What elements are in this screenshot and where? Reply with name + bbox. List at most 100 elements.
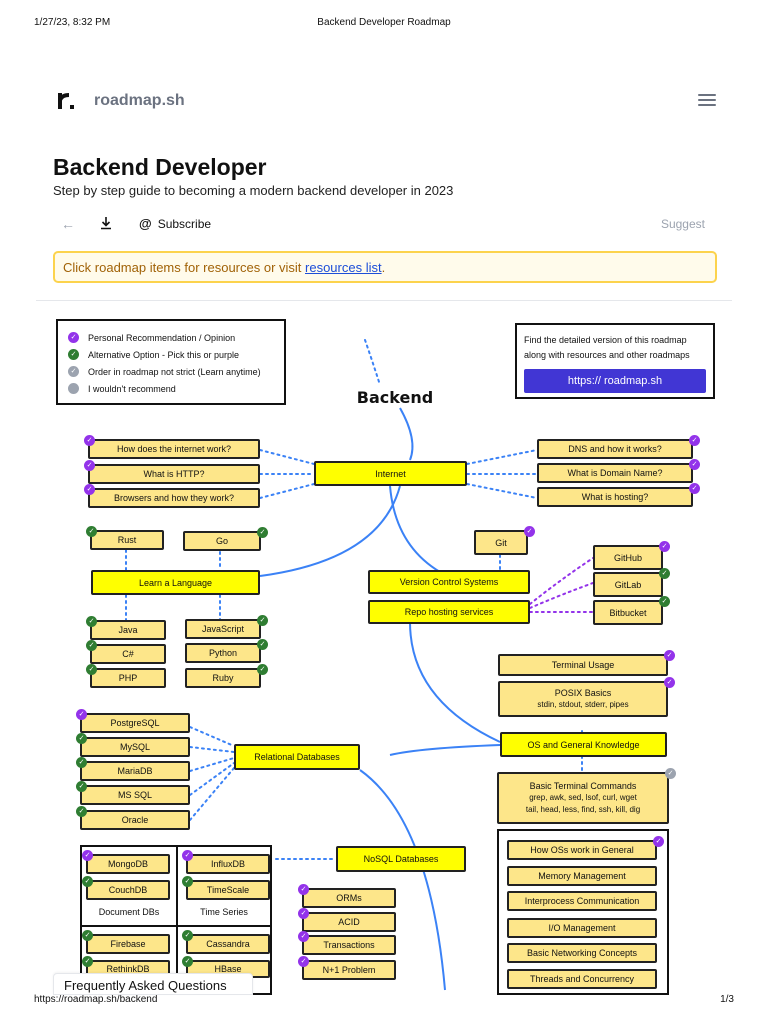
- roadmap-node-memory[interactable]: Memory Management: [507, 866, 657, 886]
- purple-check-icon: ✓: [664, 677, 675, 688]
- subscribe-button[interactable]: @ Subscribe: [139, 216, 211, 231]
- roadmap-node-dns[interactable]: DNS and how it works?✓: [537, 435, 700, 459]
- roadmap-node-python[interactable]: Python✓: [185, 639, 268, 663]
- roadmap-node-javascript[interactable]: JavaScript✓: [185, 615, 268, 639]
- node-subtitle: stdin, stdout, stderr, pipes: [537, 700, 629, 709]
- print-page-number: 1/3: [720, 994, 734, 1005]
- purple-check-icon: ✓: [298, 931, 309, 942]
- roadmap-node-oracle[interactable]: Oracle✓: [76, 806, 190, 830]
- purple-check-icon: ✓: [689, 459, 700, 470]
- roadmap-node-transactions[interactable]: Transactions✓: [298, 931, 396, 955]
- roadmap-link-button[interactable]: https:// roadmap.sh: [524, 369, 706, 393]
- green-check-icon: ✓: [76, 757, 87, 768]
- resources-list-link[interactable]: resources list: [305, 260, 382, 275]
- roadmap-node-terminal-usage[interactable]: Terminal Usage✓: [498, 650, 675, 676]
- roadmap-node-go[interactable]: Go✓: [183, 527, 268, 551]
- databases-divider-v: [176, 845, 178, 995]
- resources-notice: Click roadmap items for resources or vis…: [53, 251, 717, 283]
- legend-row-green: ✓ Alternative Option - Pick this or purp…: [68, 346, 274, 363]
- roadmap-node-firebase[interactable]: Firebase✓: [82, 930, 170, 954]
- roadmap-node-vcs[interactable]: Version Control Systems: [368, 570, 530, 594]
- green-check-icon: ✓: [182, 956, 193, 967]
- purple-check-icon: ✓: [68, 332, 79, 343]
- roadmap-node-threads[interactable]: Threads and Concurrency: [507, 969, 657, 989]
- roadmap-node-github[interactable]: GitHub✓: [593, 541, 670, 570]
- roadmap-node-rust[interactable]: Rust✓: [86, 526, 164, 550]
- grey-check-icon: ✓: [665, 768, 676, 779]
- roadmap-node-relational-db[interactable]: Relational Databases: [234, 744, 360, 770]
- roadmap-node-couchdb[interactable]: CouchDB✓: [82, 876, 170, 900]
- navbar: roadmap.sh: [56, 86, 716, 116]
- green-check-icon: ✓: [82, 876, 93, 887]
- roadmap-node-nosql[interactable]: NoSQL Databases: [336, 846, 466, 872]
- print-header: 1/27/23, 8:32 PM Backend Developer Roadm…: [0, 17, 768, 31]
- roadmap-node-learn-lang[interactable]: Learn a Language: [91, 570, 260, 595]
- roadmap-node-postgresql[interactable]: PostgreSQL✓: [76, 709, 190, 733]
- green-check-icon: ✓: [76, 733, 87, 744]
- faq-bar[interactable]: Frequently Asked Questions: [53, 973, 253, 995]
- roadmap-node-internet[interactable]: Internet: [314, 461, 467, 486]
- legend-row-grey-check: ✓ Order in roadmap not strict (Learn any…: [68, 363, 274, 380]
- purple-check-icon: ✓: [182, 850, 193, 861]
- roadmap-node-os-general[interactable]: How OSs work in General✓: [507, 836, 664, 860]
- document-dbs-label: Document DBs: [98, 907, 160, 917]
- roadmap-node-orms[interactable]: ORMs✓: [298, 884, 396, 908]
- back-arrow-icon[interactable]: ←: [61, 216, 75, 232]
- roadmap-node-java[interactable]: Java✓: [86, 616, 166, 640]
- roadmap-node-mongodb[interactable]: MongoDB✓: [82, 850, 170, 874]
- print-url: https://roadmap.sh/backend: [34, 994, 158, 1005]
- print-doc-title: Backend Developer Roadmap: [317, 17, 451, 28]
- roadmap-node-browsers[interactable]: Browsers and how they work?✓: [84, 484, 260, 508]
- time-series-label: Time Series: [200, 907, 248, 917]
- roadmap-node-timescale[interactable]: TimeScale✓: [182, 876, 270, 900]
- roadmap-node-git[interactable]: Git✓: [474, 526, 535, 555]
- legend-label: I wouldn't recommend: [88, 383, 176, 394]
- promo-text: Find the detailed version of this roadma…: [524, 335, 690, 360]
- roadmap-node-what-http[interactable]: What is HTTP?✓: [84, 460, 260, 484]
- hamburger-menu-icon[interactable]: [698, 94, 716, 108]
- grey-dot-icon: [68, 383, 79, 394]
- green-check-icon: ✓: [659, 596, 670, 607]
- purple-check-icon: ✓: [689, 483, 700, 494]
- roadmap-node-domain[interactable]: What is Domain Name?✓: [537, 459, 700, 483]
- roadmap-node-io[interactable]: I/O Management: [507, 918, 657, 938]
- purple-check-icon: ✓: [84, 460, 95, 471]
- roadmap-node-cassandra[interactable]: Cassandra✓: [182, 930, 270, 954]
- roadmap-node-ruby[interactable]: Ruby✓: [185, 664, 268, 688]
- legend: ✓ Personal Recommendation / Opinion ✓ Al…: [56, 319, 286, 405]
- page-subtitle: Step by step guide to becoming a modern …: [53, 183, 454, 198]
- roadmap-node-mssql[interactable]: MS SQL✓: [76, 781, 190, 805]
- roadmap-node-os-knowledge[interactable]: OS and General Knowledge: [500, 732, 667, 757]
- roadmap-node-how-internet[interactable]: How does the internet work?✓: [84, 435, 260, 459]
- roadmap-node-mysql[interactable]: MySQL✓: [76, 733, 190, 757]
- green-check-icon: ✓: [86, 526, 97, 537]
- purple-check-icon: ✓: [84, 484, 95, 495]
- roadmap-node-acid[interactable]: ACID✓: [298, 908, 396, 932]
- purple-check-icon: ✓: [298, 956, 309, 967]
- green-check-icon: ✓: [182, 930, 193, 941]
- roadmap-node-n1[interactable]: N+1 Problem✓: [298, 956, 396, 980]
- roadmap-node-ipc[interactable]: Interprocess Communication: [507, 891, 657, 911]
- roadmap-node-mariadb[interactable]: MariaDB✓: [76, 757, 190, 781]
- roadmap-node-csharp[interactable]: C#✓: [86, 640, 166, 664]
- suggest-button[interactable]: Suggest: [660, 217, 705, 231]
- green-check-icon: ✓: [257, 639, 268, 650]
- divider: [36, 300, 732, 301]
- roadmap-node-php[interactable]: PHP✓: [86, 664, 166, 688]
- logo-text[interactable]: roadmap.sh: [94, 92, 185, 109]
- legend-label: Personal Recommendation / Opinion: [88, 332, 236, 343]
- roadmap-node-gitlab[interactable]: GitLab✓: [593, 568, 670, 597]
- green-check-icon: ✓: [182, 876, 193, 887]
- roadmap-node-bitbucket[interactable]: Bitbucket✓: [593, 596, 670, 625]
- green-check-icon: ✓: [76, 781, 87, 792]
- download-icon[interactable]: [99, 216, 113, 230]
- roadmap-node-networking[interactable]: Basic Networking Concepts: [507, 943, 657, 963]
- green-check-icon: ✓: [76, 806, 87, 817]
- roadmap-node-repo-hosting[interactable]: Repo hosting services: [368, 600, 530, 624]
- green-check-icon: ✓: [82, 956, 93, 967]
- roadmap-node-hosting[interactable]: What is hosting?✓: [537, 483, 700, 507]
- roadmap-logo-icon[interactable]: [58, 91, 76, 111]
- roadmap-node-influxdb[interactable]: InfluxDB✓: [182, 850, 270, 874]
